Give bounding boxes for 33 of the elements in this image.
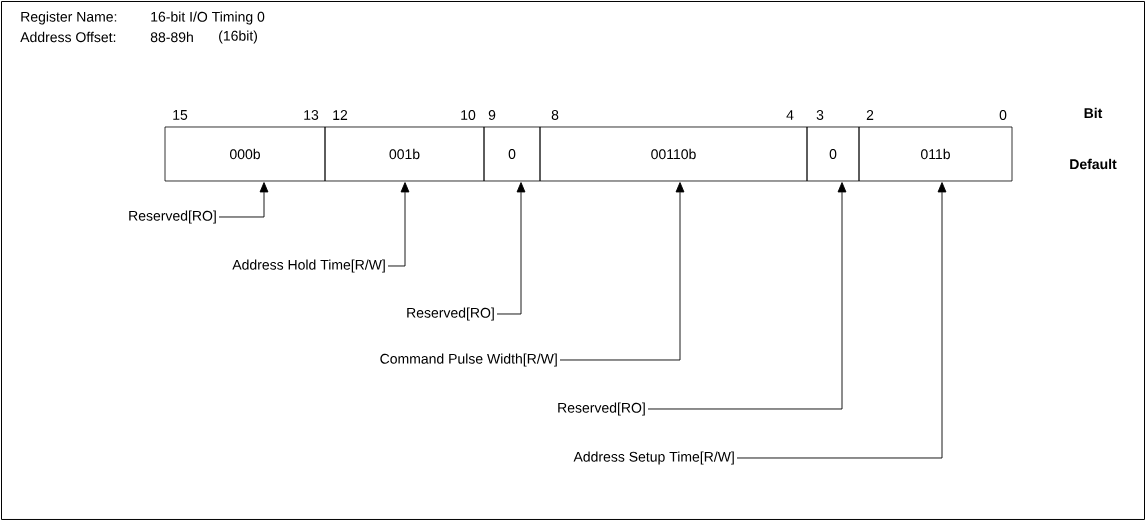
address-offset-value: 88-89h bbox=[150, 31, 193, 43]
arrow bbox=[647, 182, 847, 410]
bit-field-cell: 0 bbox=[483, 126, 541, 182]
field-label: Reserved[RO] bbox=[129, 210, 216, 224]
row-heading: Default bbox=[1070, 158, 1117, 170]
bit-number: 8 bbox=[551, 110, 559, 120]
arrow bbox=[387, 182, 410, 267]
register-name-value: 16-bit I/O Timing 0 bbox=[151, 11, 265, 25]
bit-number: 3 bbox=[816, 110, 824, 120]
field-label: Reserved[RO] bbox=[407, 307, 494, 321]
arrow bbox=[736, 182, 947, 459]
field-label: Address Hold Time[R/W] bbox=[232, 259, 385, 273]
field-label: Address Setup Time[R/W] bbox=[573, 451, 734, 465]
bit-field-cell: 00110b bbox=[539, 126, 808, 182]
bit-field-cell: 011b bbox=[858, 126, 1013, 182]
bit-field-cell: 0 bbox=[806, 126, 860, 182]
column-heading: Bit bbox=[1084, 107, 1103, 119]
bit-number: 10 bbox=[461, 110, 476, 120]
bit-number: 4 bbox=[786, 110, 794, 120]
data-width-note: (16bit) bbox=[219, 30, 257, 44]
arrow bbox=[218, 182, 269, 218]
bit-number: 2 bbox=[866, 110, 874, 120]
field-label: Reserved[RO] bbox=[558, 402, 645, 416]
arrow bbox=[496, 182, 526, 315]
bit-field-cell: 001b bbox=[324, 126, 485, 182]
bit-number: 9 bbox=[488, 110, 496, 120]
register-name-label: Register Name: bbox=[21, 11, 117, 25]
address-offset-label: Address Offset: bbox=[20, 31, 116, 43]
field-label: Command Pulse Width[R/W] bbox=[380, 353, 557, 367]
bit-number: 13 bbox=[304, 110, 319, 120]
bit-number: 12 bbox=[333, 110, 348, 120]
bit-field-cell: 000b bbox=[164, 126, 326, 182]
arrow bbox=[559, 182, 685, 361]
